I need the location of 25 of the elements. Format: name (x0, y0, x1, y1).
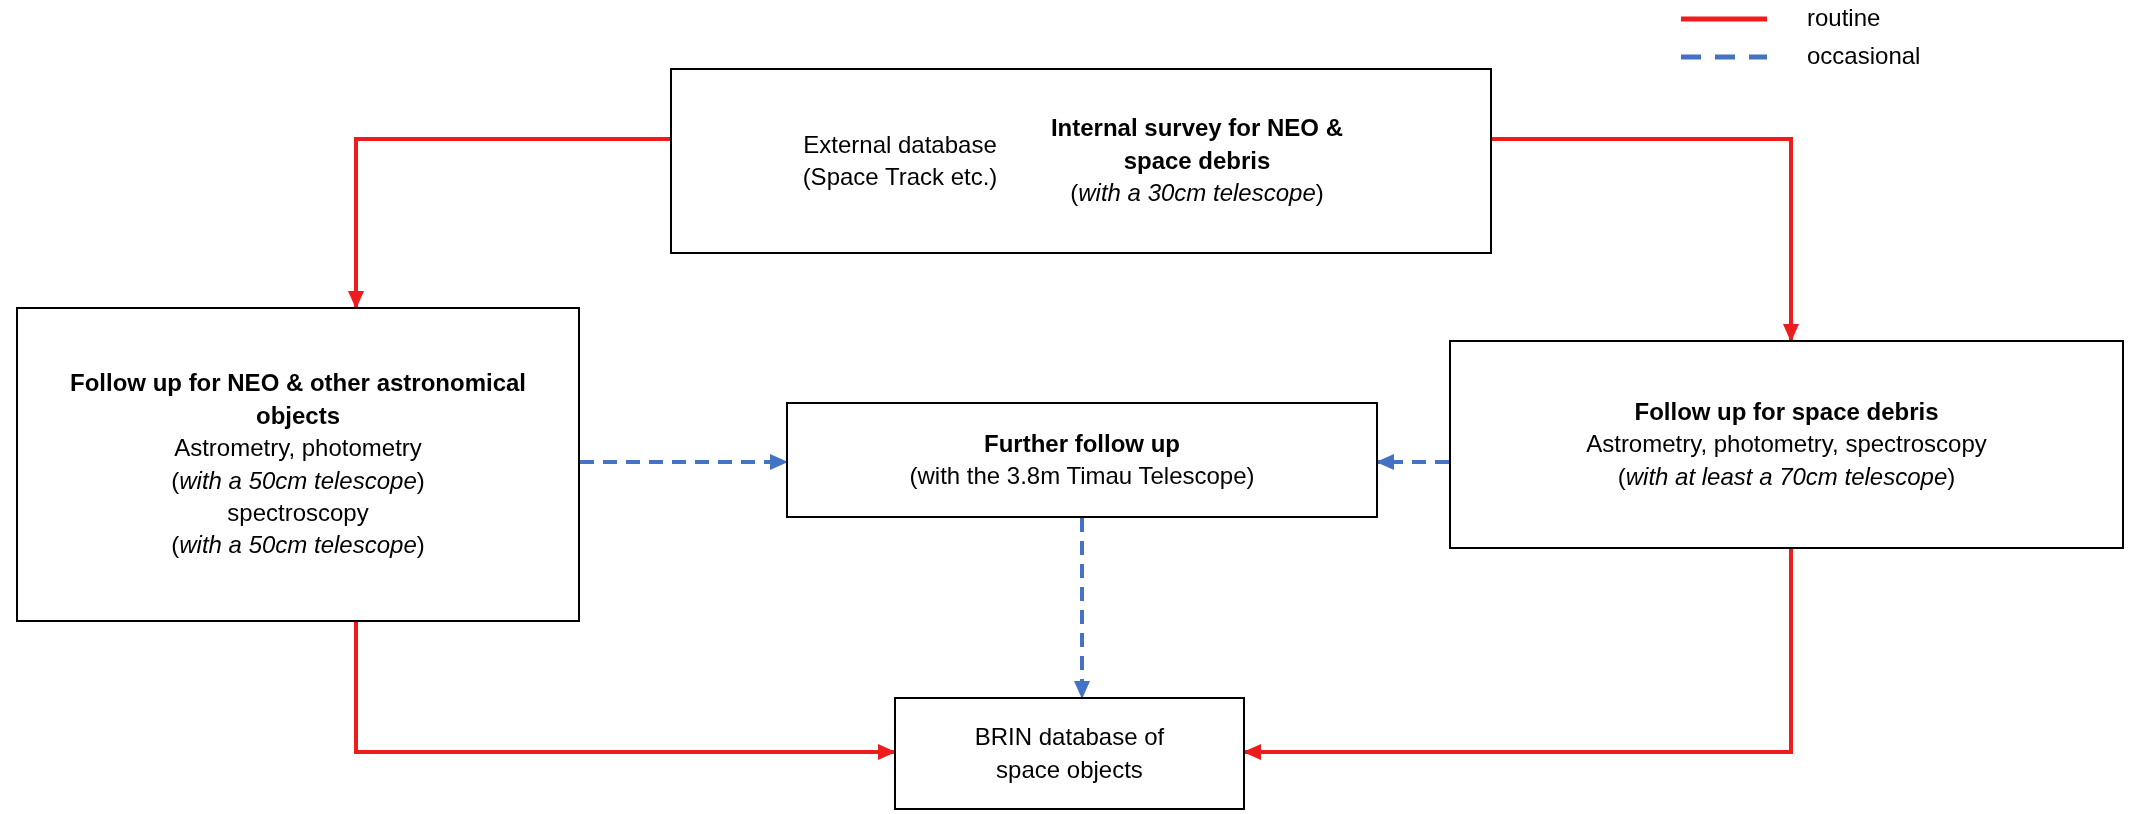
box-text: Astrometry, photometry, spectroscopy (1586, 429, 1987, 460)
process-box (16, 307, 580, 622)
box-text: BRIN database of space objects (973, 722, 1166, 785)
box-text: (with the 3.8m Timau Telescope) (909, 461, 1255, 491)
box-text: Astrometry, photometry (173, 433, 423, 464)
box-heading: Follow up for NEO & other astronomical objects (69, 368, 527, 431)
arrow (354, 622, 896, 760)
box-text: External database (Space Track etc.) (801, 129, 999, 192)
box-text: (with a 30cm telescope) (1069, 178, 1325, 209)
dashed-arrow (1074, 518, 1090, 699)
process-box (786, 402, 1378, 518)
arrow (348, 137, 670, 309)
box-text: (with at least a 70cm telescope) (1616, 461, 1957, 492)
process-box (670, 68, 1492, 254)
legend-text: occasional (1807, 44, 1921, 68)
process-box (1449, 340, 2124, 549)
process-box (894, 697, 1245, 810)
box-text: (with a 50cm telescope) (170, 530, 426, 561)
dashed-arrow (580, 454, 788, 470)
legend-text: routine (1807, 6, 1881, 30)
box-text: (with a 50cm telescope) (170, 465, 426, 496)
arrow (1492, 137, 1799, 342)
box-text: spectroscopy (226, 497, 370, 528)
box-heading: Further follow up (983, 428, 1181, 459)
box-heading: Follow up for space debris (1633, 396, 1940, 427)
